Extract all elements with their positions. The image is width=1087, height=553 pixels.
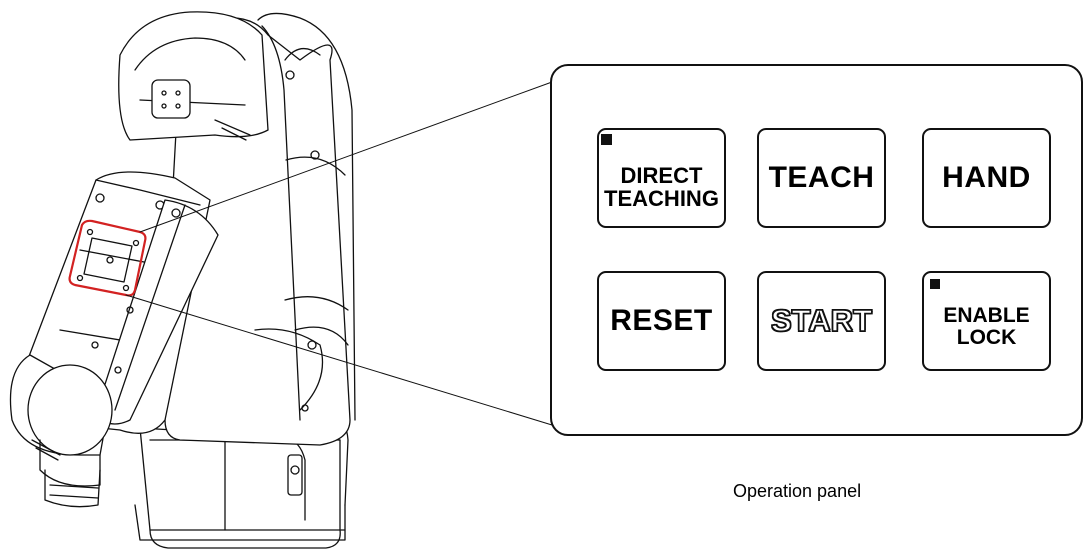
robot-wrist-joint xyxy=(9,354,113,508)
enable-lock-led-indicator xyxy=(930,279,940,289)
reset-label: RESET xyxy=(610,304,713,338)
enable-lock-line1: ENABLE xyxy=(943,303,1030,327)
callout-lines xyxy=(125,81,553,426)
hand-label: HAND xyxy=(942,161,1031,195)
teach-label: TEACH xyxy=(768,161,875,195)
robot-shoulder xyxy=(118,11,269,141)
start-button[interactable]: START xyxy=(757,271,886,371)
start-label: START xyxy=(770,302,873,338)
teach-button[interactable]: TEACH xyxy=(757,128,886,228)
operation-panel: DIRECT TEACHING TEACH HAND RESET START E… xyxy=(550,64,1083,436)
hand-button[interactable]: HAND xyxy=(922,128,1051,228)
enable-lock-line2: LOCK xyxy=(956,326,1017,349)
panel-caption: Operation panel xyxy=(733,481,862,501)
direct-teaching-line1: DIRECT xyxy=(620,162,703,188)
reset-button[interactable]: RESET xyxy=(597,271,726,371)
direct-teaching-line2: TEACHING xyxy=(604,186,719,211)
direct-teaching-led-indicator xyxy=(601,134,612,145)
enable-lock-button[interactable]: ENABLE LOCK xyxy=(922,271,1051,371)
direct-teaching-button[interactable]: DIRECT TEACHING xyxy=(597,128,726,228)
panel-location-highlight xyxy=(68,219,147,297)
